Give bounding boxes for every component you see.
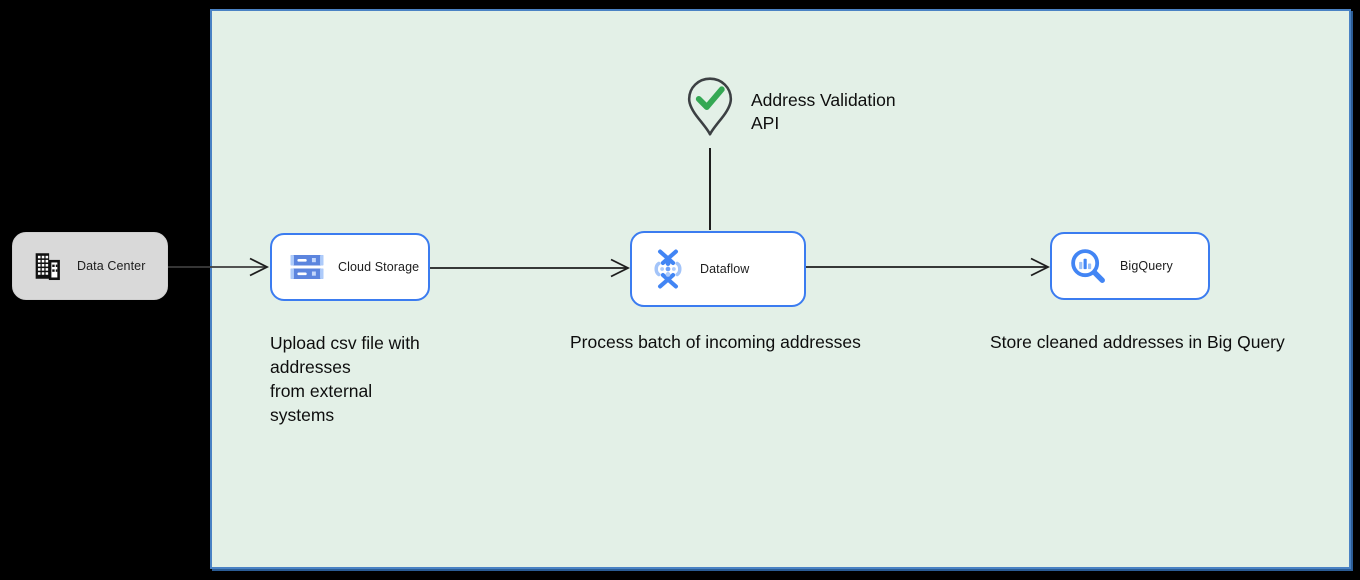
node-data-center[interactable]: Data Center xyxy=(12,232,168,300)
label-address-validation-api: Address Validation API xyxy=(751,90,896,133)
dataflow-icon xyxy=(654,249,682,289)
node-label-dataflow: Dataflow xyxy=(700,262,750,276)
node-label-cloud-storage: Cloud Storage xyxy=(338,260,420,274)
cloud-storage-icon xyxy=(290,255,324,279)
caption-upload-csv: Upload csv file with addresses from exte… xyxy=(270,333,420,425)
bigquery-icon xyxy=(1071,249,1105,283)
node-cloud-storage[interactable]: Cloud Storage xyxy=(270,233,430,301)
node-address-validation-api[interactable] xyxy=(684,76,736,138)
caption-store-cleaned: Store cleaned addresses in Big Query xyxy=(990,332,1285,352)
node-bigquery[interactable]: BigQuery xyxy=(1050,232,1210,300)
node-label-bigquery: BigQuery xyxy=(1120,259,1173,273)
map-pin-check-icon xyxy=(687,77,733,136)
caption-process-batch: Process batch of incoming addresses xyxy=(570,332,861,352)
node-dataflow[interactable]: Dataflow xyxy=(630,231,806,307)
node-label-data-center: Data Center xyxy=(77,259,146,273)
building-icon xyxy=(35,253,60,281)
